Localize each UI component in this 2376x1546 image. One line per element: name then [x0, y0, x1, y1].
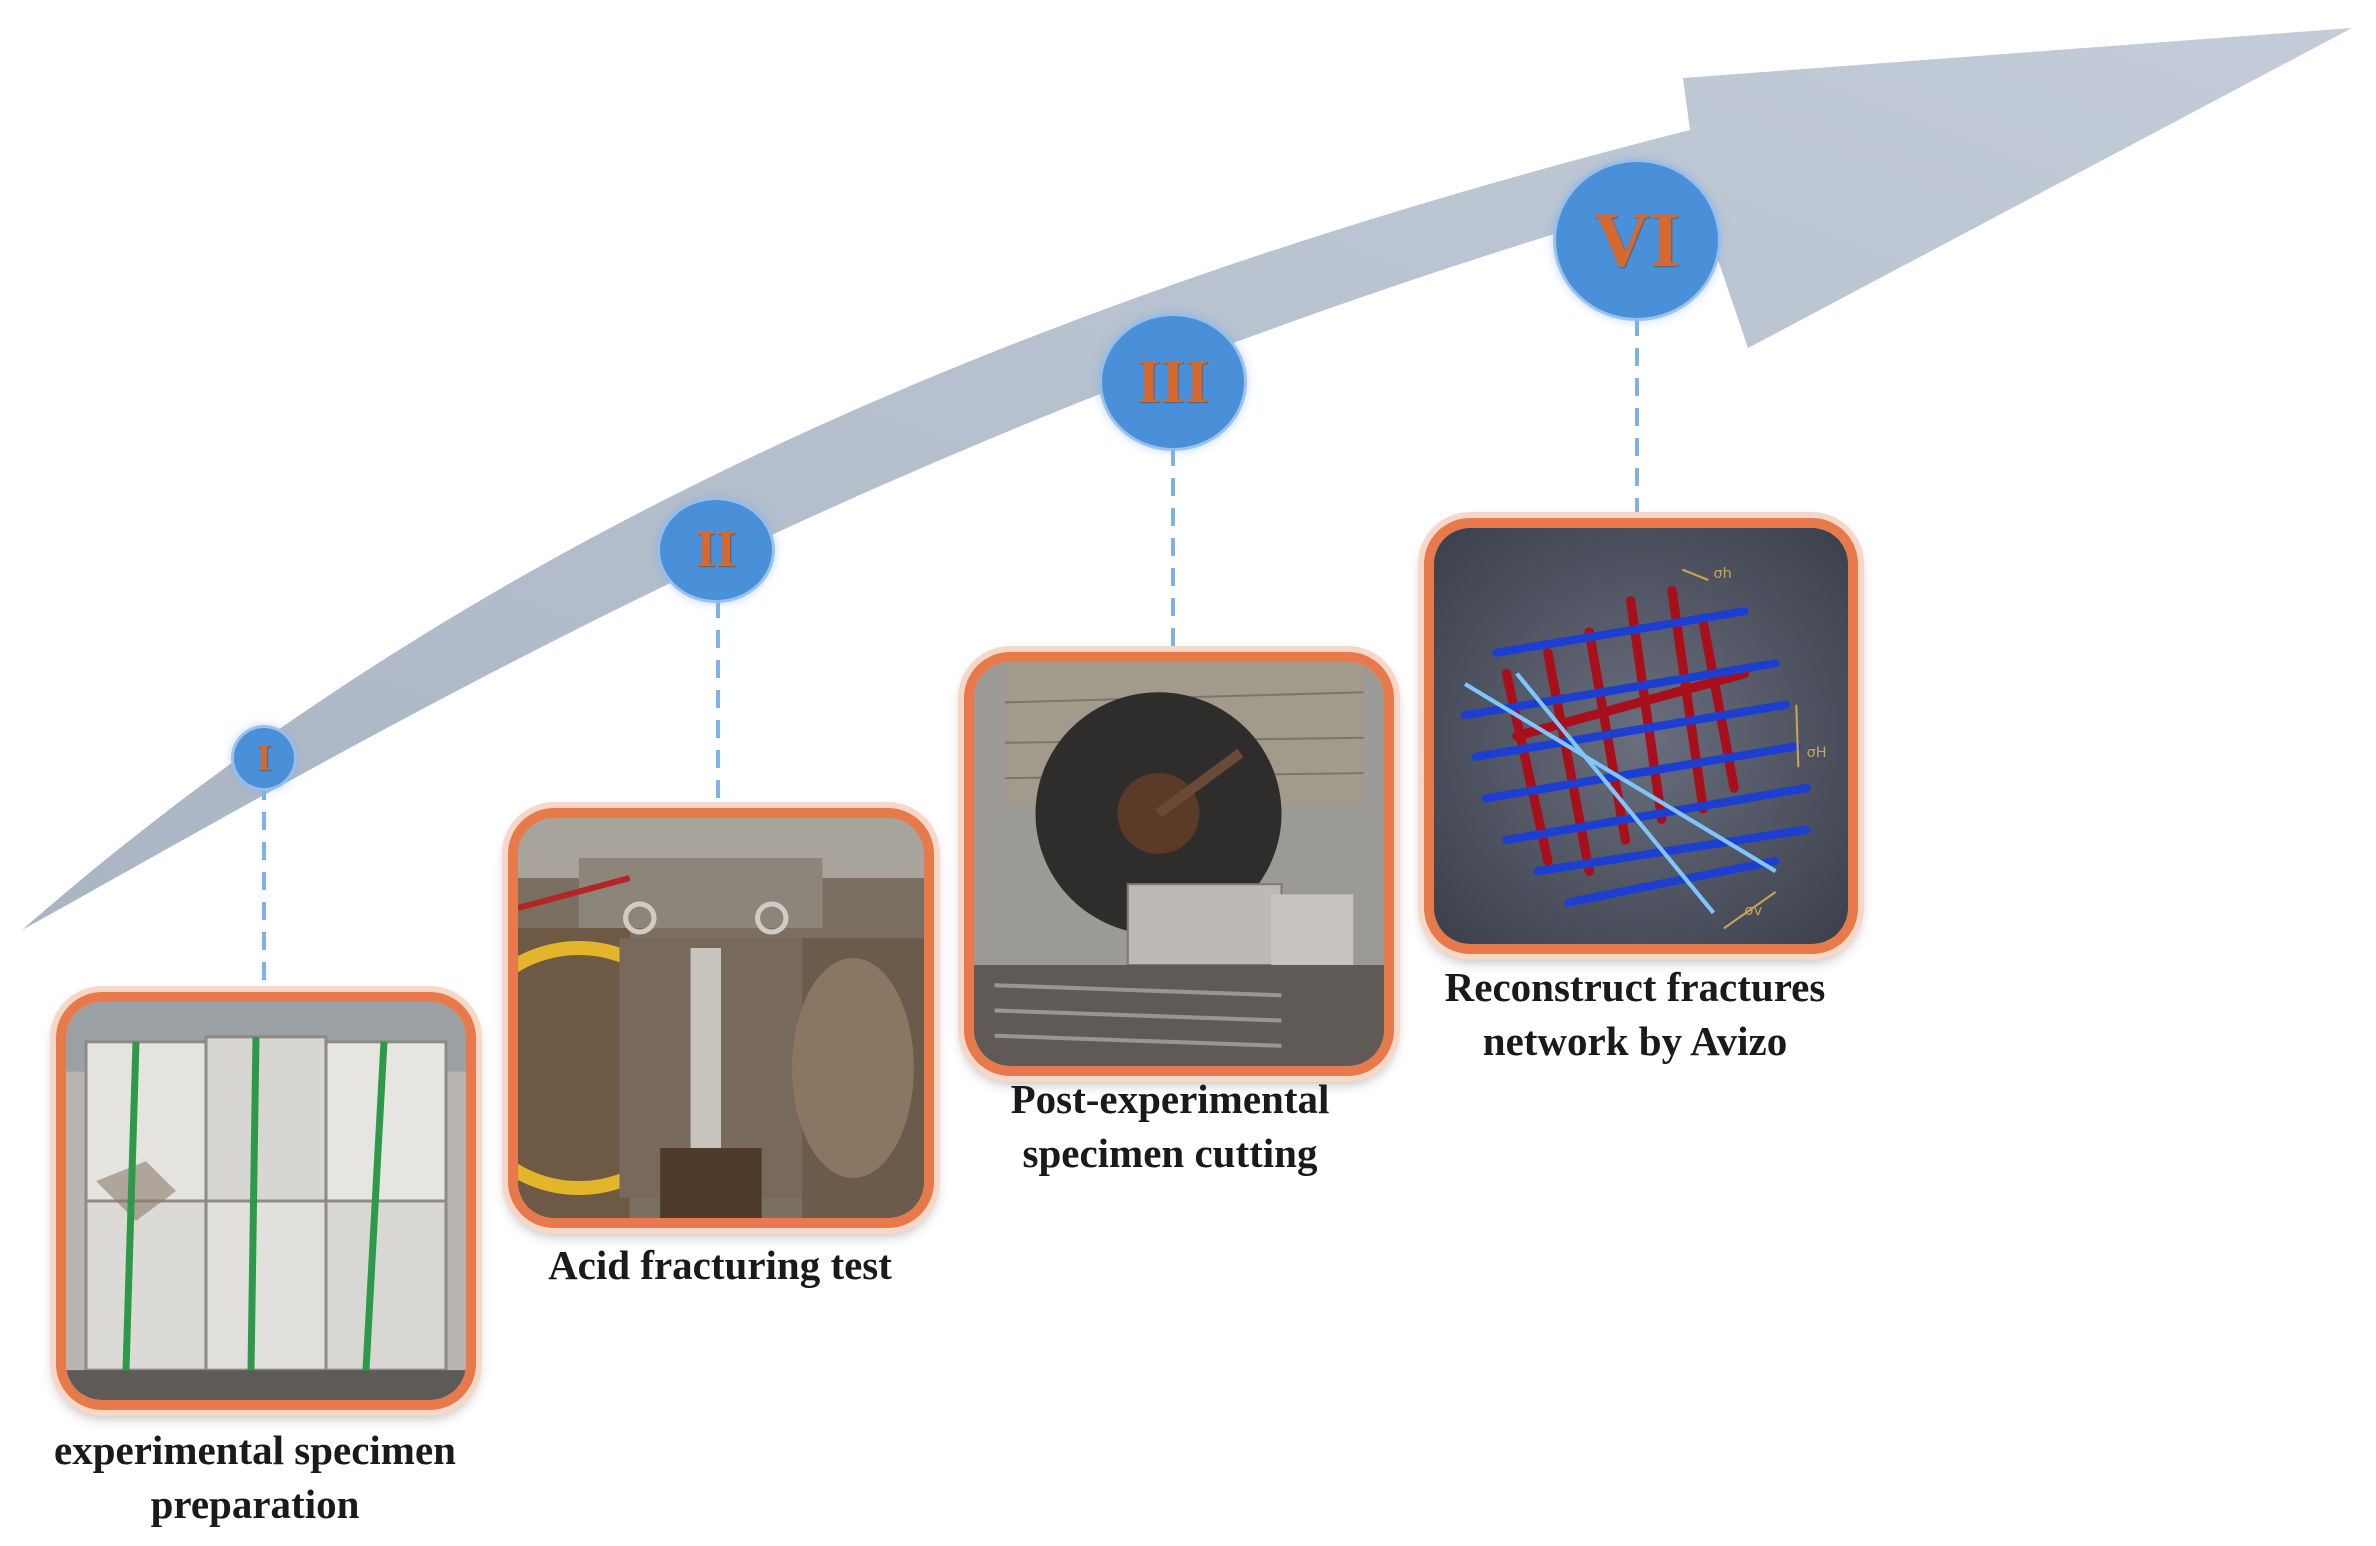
- photo-frame-2: [508, 808, 934, 1228]
- stage-node-4: VI: [1556, 162, 1718, 318]
- stage-numeral-4: VI: [1593, 196, 1681, 283]
- fracturing-rig-photo: [518, 818, 924, 1218]
- sigma-h-label: σh: [1713, 566, 1731, 582]
- caption-1-line-1: experimental specimen: [54, 1427, 456, 1473]
- photo-frame-3: [964, 652, 1394, 1076]
- caption-4-line-2: network by Avizo: [1482, 1018, 1788, 1064]
- stage-node-2: II: [660, 500, 772, 600]
- caption-3-line-1: Post-experimental: [1010, 1076, 1330, 1122]
- avizo-fracture-render: σh σH σv: [1434, 528, 1848, 944]
- stage-numeral-1: I: [256, 737, 272, 779]
- caption-4-line-1: Reconstruct fractures: [1444, 964, 1826, 1010]
- stage-numeral-3: III: [1136, 348, 1210, 416]
- caption-stage-4: Reconstruct fractures network by Avizo: [1400, 960, 1870, 1068]
- photo-frame-1: [56, 992, 476, 1410]
- stage-node-1: I: [234, 728, 294, 788]
- sigma-v-label: σv: [1745, 903, 1763, 919]
- saw-cutting-photo: [974, 662, 1384, 1066]
- progress-arrow: [22, 28, 2352, 930]
- stage-numeral-2: II: [695, 521, 737, 578]
- caption-stage-3: Post-experimental specimen cutting: [950, 1072, 1390, 1180]
- caption-1-line-2: preparation: [150, 1481, 360, 1527]
- caption-3-line-2: specimen cutting: [1022, 1130, 1318, 1176]
- sigma-H-label: σH: [1807, 745, 1827, 761]
- stage-node-3: III: [1102, 316, 1244, 448]
- caption-stage-1: experimental specimen preparation: [20, 1423, 490, 1531]
- caption-stage-2: Acid fracturing test: [490, 1238, 950, 1292]
- photo-frame-4: σh σH σv: [1424, 518, 1858, 954]
- bundled-rock-blocks-photo: [66, 1002, 466, 1400]
- caption-2-line-1: Acid fracturing test: [548, 1242, 892, 1288]
